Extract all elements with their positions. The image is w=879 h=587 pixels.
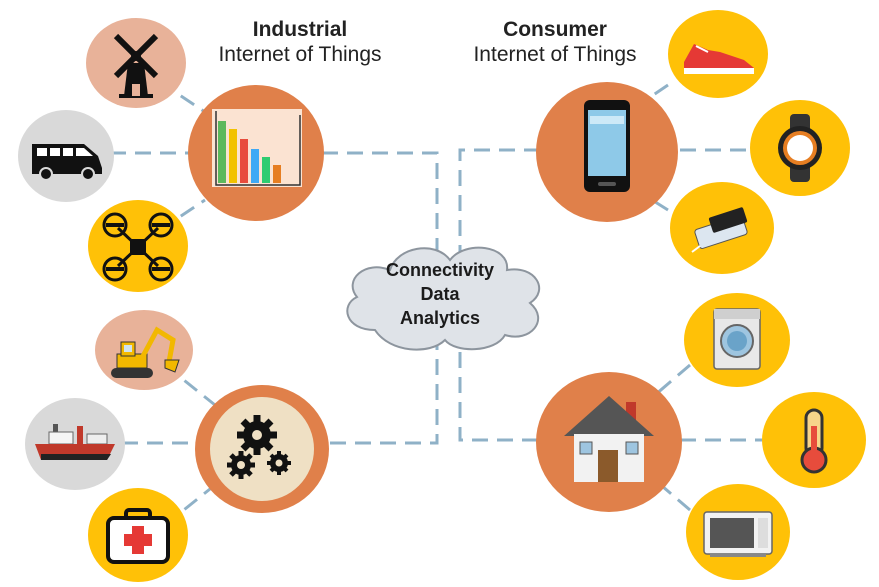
excavator-node	[95, 310, 193, 390]
consumer-title: Consumer Internet of Things	[455, 17, 655, 67]
drone-icon	[102, 212, 174, 282]
microwave-icon	[703, 511, 773, 557]
watch-node	[750, 100, 850, 196]
sneaker-icon	[684, 44, 754, 74]
cloud-shape	[346, 246, 541, 351]
gears-icon	[210, 397, 314, 501]
ship-icon	[35, 424, 115, 460]
thermometer-icon	[800, 408, 828, 474]
smartwatch-icon	[778, 114, 822, 182]
house-icon	[564, 396, 654, 482]
industrial-title-bold: Industrial	[252, 18, 348, 41]
windmill-node	[86, 18, 186, 108]
excavator-icon	[111, 326, 180, 378]
van-node	[18, 110, 114, 202]
bar-chart-icon	[212, 109, 302, 187]
cloud-line-connectivity: Connectivity	[385, 260, 495, 280]
washer-node	[684, 293, 790, 387]
home-hub	[536, 372, 682, 512]
cloud-label: Connectivity Data Analytics	[360, 258, 520, 330]
ship-node	[25, 398, 125, 490]
powerbank-node	[670, 182, 774, 274]
consumer-hub	[536, 82, 678, 222]
cloud-line-data: Data	[420, 284, 460, 304]
washing-machine-icon	[713, 308, 761, 370]
industrial-title-rest: Internet of Things	[218, 43, 382, 66]
cloud-line-analytics: Analytics	[399, 308, 481, 328]
industrial-title: Industrial Internet of Things	[200, 17, 400, 67]
consumer-title-bold: Consumer	[503, 18, 607, 41]
van-icon	[32, 144, 102, 181]
smartphone-icon	[584, 100, 630, 192]
thermometer-node	[762, 392, 866, 488]
shoe-node	[668, 10, 768, 98]
industrial-hub	[188, 85, 324, 221]
first-aid-kit-icon	[106, 508, 170, 564]
power-bank-icon	[691, 207, 748, 253]
factory-hub	[195, 385, 329, 513]
drone-node	[88, 200, 188, 292]
consumer-title-rest: Internet of Things	[473, 43, 637, 66]
medkit-node	[88, 488, 188, 582]
windmill-icon	[113, 33, 159, 98]
microwave-node	[686, 484, 790, 580]
